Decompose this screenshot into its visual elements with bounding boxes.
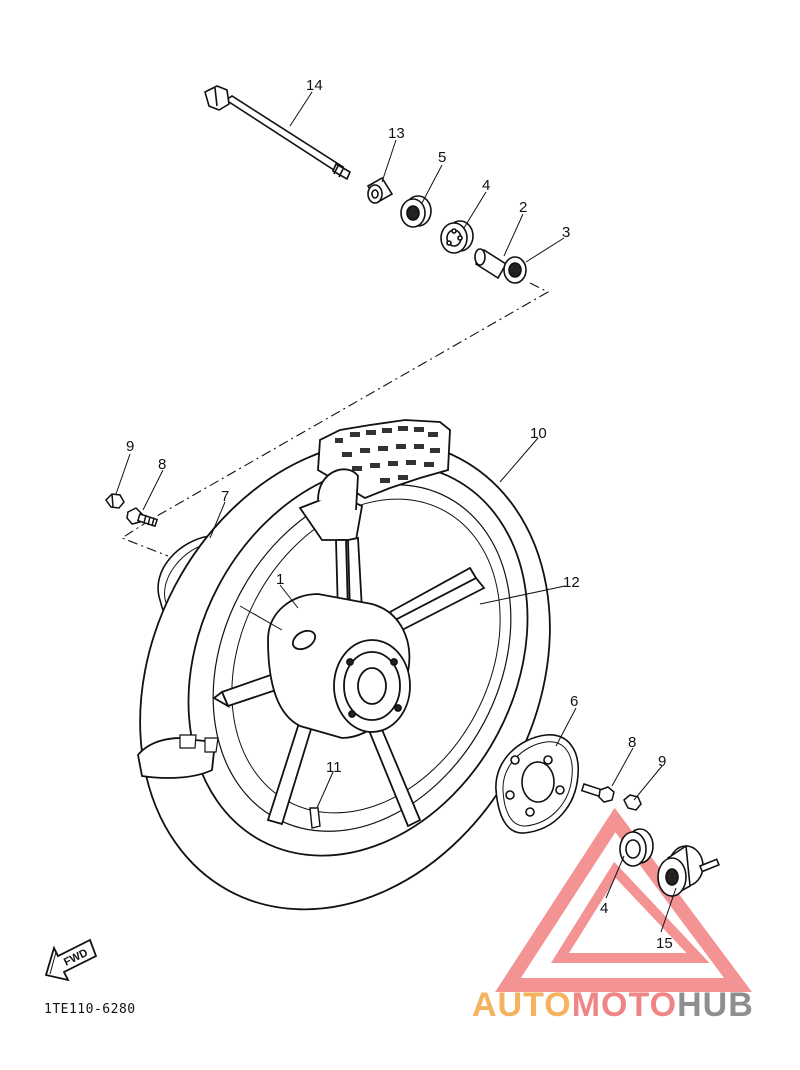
callout-12: 12 bbox=[563, 574, 580, 591]
bolt-right bbox=[580, 783, 615, 803]
callout-14: 14 bbox=[306, 77, 323, 94]
callout-10: 10 bbox=[530, 425, 547, 442]
callout-15: 15 bbox=[656, 935, 673, 952]
drawing-code: 1TE110-6280 bbox=[44, 1002, 136, 1017]
callout-7: 7 bbox=[221, 488, 229, 505]
callout-2: 2 bbox=[519, 199, 527, 216]
callout-9-right: 9 bbox=[658, 753, 666, 770]
collar bbox=[366, 176, 394, 204]
spacer-and-flange bbox=[474, 248, 527, 284]
bolt-left bbox=[126, 507, 159, 528]
callout-9-left: 9 bbox=[126, 438, 134, 455]
fwd-arrow-icon bbox=[44, 938, 98, 982]
bearing-upper bbox=[440, 220, 474, 254]
watermark-triangle bbox=[495, 807, 752, 992]
callout-8-left: 8 bbox=[158, 456, 166, 473]
callout-5: 5 bbox=[438, 149, 446, 166]
callout-4-lower: 4 bbox=[600, 900, 608, 917]
leader-lines bbox=[115, 91, 677, 933]
bearing-lower bbox=[619, 828, 654, 867]
watermark-logo: AUTOMOTOHUB bbox=[472, 988, 754, 1022]
callout-1: 1 bbox=[276, 571, 284, 588]
callout-13: 13 bbox=[388, 125, 405, 142]
watermark-auto: AUTO bbox=[472, 986, 572, 1024]
callout-8-right: 8 bbox=[628, 734, 636, 751]
spacer-15 bbox=[657, 844, 720, 898]
watermark-hub: HUB bbox=[677, 986, 754, 1024]
callout-4-upper: 4 bbox=[482, 177, 490, 194]
callout-6: 6 bbox=[570, 693, 578, 710]
callout-11: 11 bbox=[326, 759, 342, 776]
callout-3: 3 bbox=[562, 224, 570, 241]
front-axle bbox=[204, 85, 352, 181]
assembly-lines bbox=[120, 282, 550, 557]
brake-disc-right bbox=[495, 734, 579, 834]
oil-seal bbox=[400, 195, 432, 228]
watermark-moto: MOTO bbox=[571, 986, 678, 1024]
wheel-assembly bbox=[137, 419, 551, 911]
nut-right bbox=[623, 794, 642, 811]
nut-left bbox=[105, 493, 125, 509]
